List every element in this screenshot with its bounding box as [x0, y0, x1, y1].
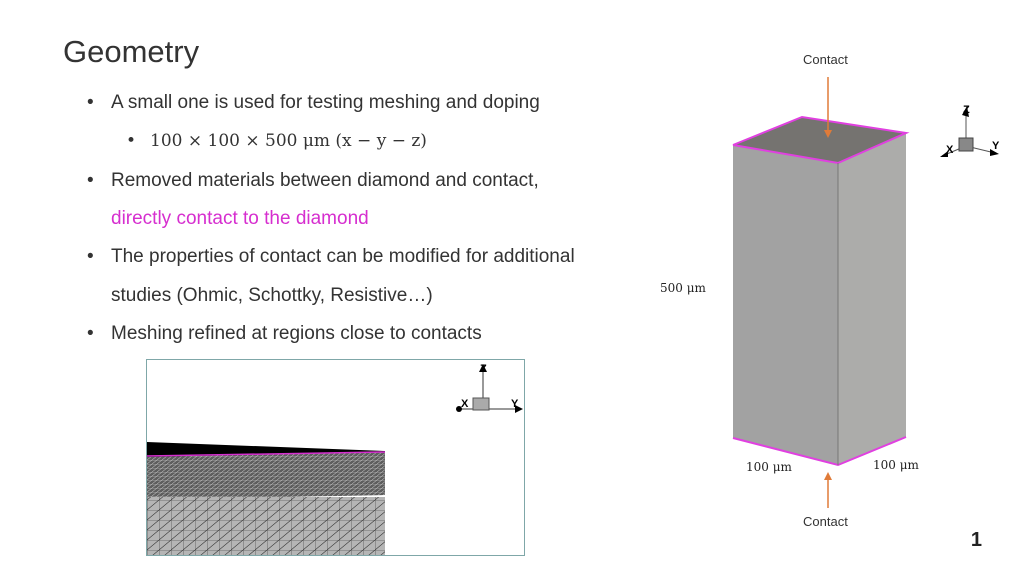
axis-x: X — [461, 398, 469, 410]
bullet-3: •The properties of contact can be modifi… — [87, 246, 575, 267]
dim-x-label: 100 μm — [746, 460, 792, 474]
axis-triad-icon — [940, 106, 999, 157]
axis-x: X — [946, 144, 954, 156]
slide-title: Geometry — [63, 34, 200, 69]
axis-y: Y — [511, 398, 519, 410]
bullet-2-cont: directly contact to the diamond — [111, 208, 369, 229]
bullet-3-cont: studies (Ohmic, Schottky, Resistive…) — [111, 285, 433, 306]
axis-z: Z — [963, 104, 970, 116]
bullet-4: •Meshing refined at regions close to con… — [87, 323, 482, 344]
page-number: 1 — [970, 529, 982, 551]
axis-z: Z — [480, 363, 487, 375]
mesh-drawing: Z X Y — [147, 363, 523, 555]
arrow-bottom-icon — [824, 472, 832, 508]
mesh-image: Z X Y — [146, 359, 525, 556]
bullet-1: •A small one is used for testing meshing… — [87, 92, 540, 113]
axis-y: Y — [992, 140, 1000, 152]
contact-bottom-label: Contact — [803, 514, 848, 529]
bullet-1-sub: •100 × 100 × 500 μm (x − y − z) — [126, 131, 427, 151]
dim-y-label: 100 μm — [873, 458, 919, 472]
bullet-2: •Removed materials between diamond and c… — [87, 170, 539, 191]
arrow-top-icon — [824, 77, 832, 138]
contact-top-label: Contact — [803, 52, 848, 67]
dim-z-label: 500 μm — [660, 281, 706, 295]
axis-triad-icon — [456, 364, 523, 413]
